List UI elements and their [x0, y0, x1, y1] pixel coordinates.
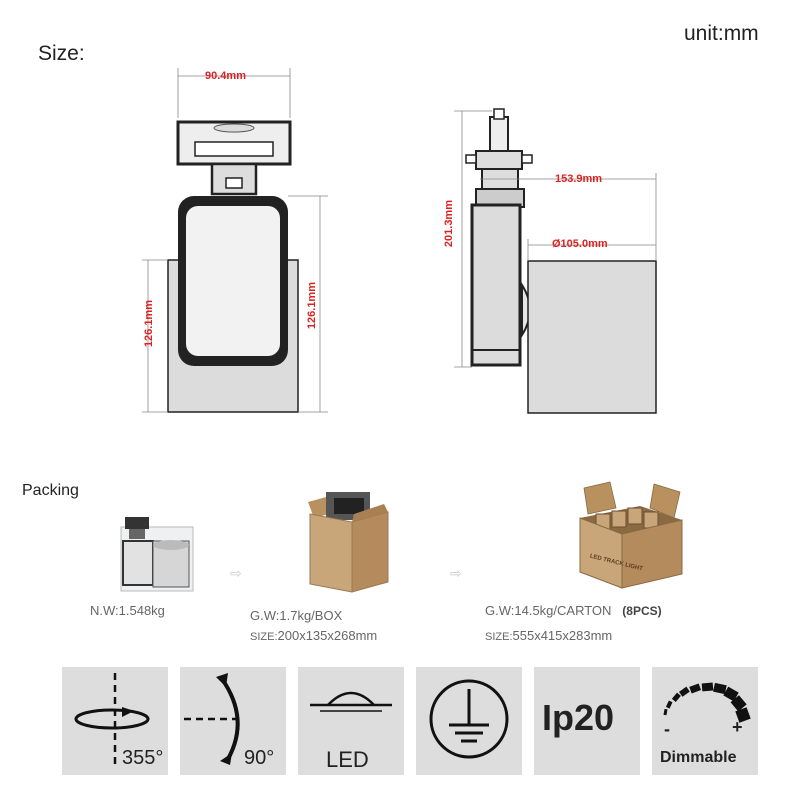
box-image [308, 492, 389, 593]
size-heading: Size: [38, 42, 85, 65]
ground-icon [429, 679, 509, 759]
dimmable-icon [663, 682, 751, 723]
diameter-dimension: Ø105.0mm [552, 238, 608, 250]
dimmable-label: Dimmable [660, 749, 737, 766]
side-height-dimension: 201.3mm [443, 200, 455, 248]
feature-tilt: 90° [180, 667, 286, 775]
tilt-icon [184, 673, 240, 765]
feature-led: LED [298, 667, 404, 775]
box-size-label: SIZE:200x135x268mm [250, 628, 378, 643]
rotation-label: 355° [122, 747, 164, 769]
feature-ground [416, 667, 522, 775]
feature-dimmable: - + Dimmable [652, 667, 758, 775]
net-weight-label: N.W:1.548kg [90, 603, 165, 618]
arrow-icon: ⇨ [450, 565, 462, 581]
side-view-drawing [454, 108, 657, 414]
front-height-left-dimension: 126.1mm [143, 300, 155, 348]
unit-label: unit:mm [684, 22, 759, 45]
carton-image [579, 481, 683, 589]
bagged-product-image [120, 517, 194, 592]
rotation-icon [74, 673, 150, 767]
dim-minus-label: - [664, 719, 670, 739]
dim-plus-label: + [732, 717, 743, 737]
led-label: LED [326, 747, 369, 772]
feature-rotation: 355° [62, 667, 168, 775]
tilt-label: 90° [244, 747, 275, 769]
carton-size-label: SIZE:555x415x283mm [485, 628, 613, 643]
feature-ip-rating: Ip20 [534, 667, 640, 775]
side-length-dimension: 153.9mm [555, 173, 603, 185]
arrow-icon: ⇨ [230, 565, 242, 581]
box-weight-label: G.W:1.7kg/BOX [250, 608, 343, 623]
width-dimension: 90.4mm [205, 70, 246, 82]
carton-weight-label: G.W:14.5kg/CARTON (8PCS) [485, 603, 662, 618]
front-height-right-dimension: 126.1mm [306, 282, 318, 330]
front-view-drawing [142, 68, 328, 413]
ip-rating-icon: Ip20 [542, 697, 615, 738]
led-icon [310, 691, 392, 712]
packing-heading: Packing [22, 482, 79, 499]
